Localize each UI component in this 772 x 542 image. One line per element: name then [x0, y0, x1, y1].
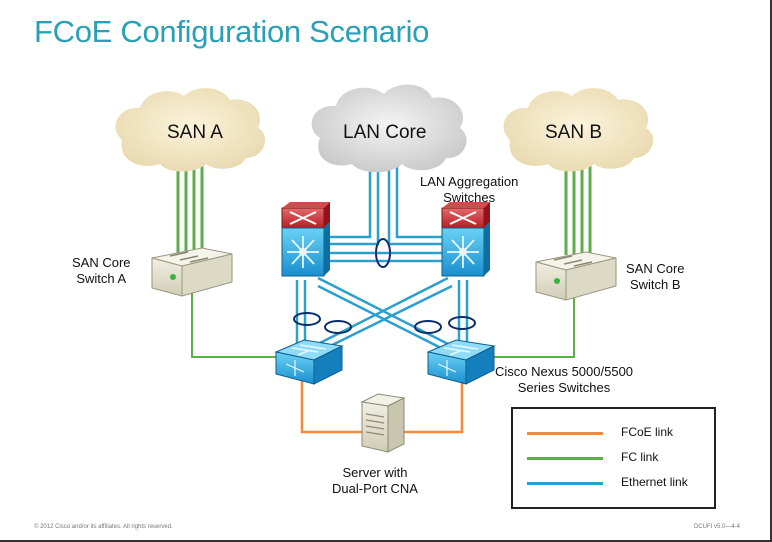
legend-swatch-ethernet: [527, 482, 603, 485]
eth-cross-2: [317, 284, 446, 352]
footer-course-code: DCUFI v5.0—4-4: [693, 524, 740, 530]
port-channel-1: [293, 312, 321, 326]
cloud-label-lan-core: LAN Core: [343, 122, 427, 143]
lan-agg-switch-left: [281, 202, 330, 277]
label-server: Server with Dual-Port CNA: [332, 465, 418, 496]
cloud-san-b: [503, 88, 654, 172]
fc-links-san-a: [176, 160, 204, 255]
port-channel-2: [324, 320, 352, 334]
cloud-lan-core: [311, 84, 467, 173]
legend-label-fcoe: FCoE link: [621, 425, 674, 439]
eth-lan-core-to-agg-right: [395, 158, 442, 239]
legend: FCoE link FC link Ethernet link: [511, 407, 716, 509]
cloud-san-a: [115, 88, 266, 172]
fcoe-link-right: [402, 380, 464, 434]
legend-item-fc: FC link: [513, 448, 714, 468]
server-icon: [360, 393, 406, 453]
fc-link-san-core-a-to-nexus: [191, 292, 280, 358]
footer-copyright: © 2012 Cisco and/or its affiliates. All …: [34, 524, 173, 530]
legend-item-fcoe: FCoE link: [513, 423, 714, 443]
eth-cross-4: [321, 284, 453, 352]
port-channel-agg: [375, 238, 391, 268]
label-nexus: Cisco Nexus 5000/5500 Series Switches: [495, 364, 634, 395]
legend-swatch-fcoe: [527, 432, 603, 435]
label-lan-aggregation: LAN Aggregation Switches: [420, 174, 519, 205]
nexus-switch-right: [426, 339, 496, 385]
legend-swatch-fc: [527, 457, 603, 460]
page-title: FCoE Configuration Scenario: [34, 14, 430, 49]
fcoe-link-left: [300, 380, 362, 434]
label-san-core-b: SAN Core Switch B: [626, 261, 685, 292]
legend-label-fc: FC link: [621, 450, 659, 464]
nexus-switch-left: [274, 339, 344, 385]
fc-links-san-b: [564, 160, 592, 255]
san-core-switch-a: [151, 247, 233, 297]
legend-label-ethernet: Ethernet link: [621, 475, 688, 489]
label-san-core-a: SAN Core Switch A: [72, 255, 131, 286]
frame-right-border: [770, 0, 772, 542]
fc-link-san-core-b-to-nexus: [490, 297, 575, 358]
port-channel-4: [448, 316, 476, 330]
port-channel-3: [414, 320, 442, 334]
eth-lan-core-to-agg-left: [324, 158, 372, 239]
legend-item-ethernet: Ethernet link: [513, 473, 714, 493]
cloud-label-san-b: SAN B: [545, 122, 603, 143]
lan-agg-switch-right: [441, 202, 490, 277]
frame-bottom-border: [0, 540, 772, 542]
cloud-label-san-a: SAN A: [167, 122, 223, 143]
san-core-switch-b: [535, 251, 617, 301]
